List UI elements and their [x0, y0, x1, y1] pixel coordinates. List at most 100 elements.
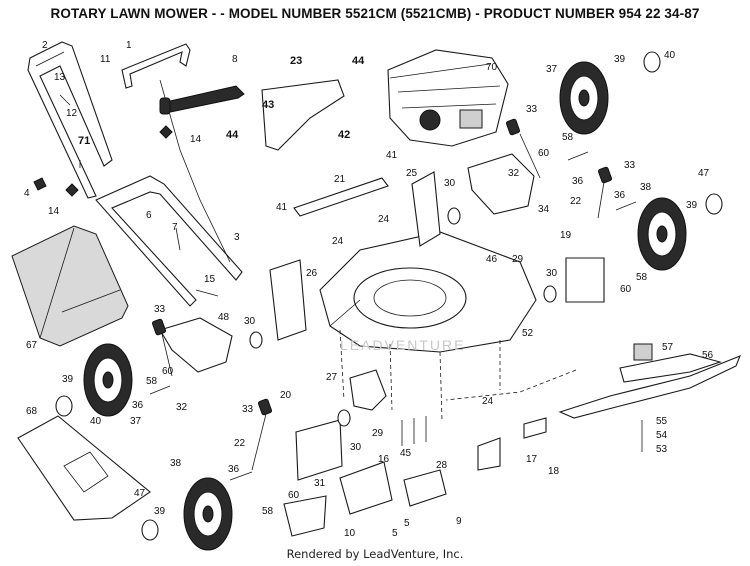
callout-17: 17 [526, 454, 538, 465]
callout-32b: 32 [176, 402, 188, 413]
callout-33a: 33 [526, 104, 538, 115]
diagram-title: ROTARY LAWN MOWER - - MODEL NUMBER 5521C… [50, 6, 700, 21]
callout-23: 23 [290, 55, 302, 67]
callout-39d: 39 [154, 506, 166, 517]
callout-44a: 44 [352, 55, 365, 67]
callout-30d: 30 [350, 442, 362, 453]
callout-58c: 58 [146, 376, 158, 387]
callout-25: 25 [406, 168, 418, 179]
handle-knobs [33, 125, 173, 197]
svg-text:LEADVENTURE: LEADVENTURE [340, 337, 465, 353]
callout-24c: 24 [482, 396, 494, 407]
callout-20: 20 [280, 390, 292, 401]
callout-5b: 5 [404, 518, 410, 529]
height-adjuster-rear-right [467, 153, 535, 215]
callout-58b: 58 [636, 272, 648, 283]
callout-60a: 60 [538, 148, 550, 159]
handle-bracket-bolt [195, 289, 219, 297]
callout-56: 56 [702, 350, 714, 361]
throttle-cable [159, 79, 231, 263]
callout-11: 11 [100, 54, 111, 65]
blade-adapter [633, 343, 653, 361]
callout-9: 9 [456, 516, 462, 527]
footer-credit: Rendered by LeadVenture, Inc. [286, 547, 464, 561]
callout-19: 19 [560, 230, 572, 241]
callout-39c: 39 [62, 374, 74, 385]
callout-36d: 36 [228, 464, 240, 475]
wheel-front-right [637, 197, 687, 271]
callout-30a: 30 [444, 178, 456, 189]
callout-1: 1 [126, 40, 132, 51]
wheel-rear-right [559, 61, 609, 135]
callout-40b: 40 [90, 416, 102, 427]
hub-caps [55, 51, 723, 541]
callout-21: 21 [334, 174, 346, 185]
deflector-bracket [477, 417, 547, 471]
callout-52: 52 [522, 328, 534, 339]
cable-clip [175, 227, 181, 251]
cord-handle [403, 469, 447, 507]
callout-13: 13 [54, 72, 66, 83]
blade-centerline [445, 369, 577, 401]
callout-4: 4 [24, 188, 30, 199]
front-cover [283, 495, 327, 537]
callout-36b: 36 [614, 190, 626, 201]
callout-42: 42 [338, 129, 350, 141]
callout-10: 10 [344, 528, 356, 539]
callout-15: 15 [204, 274, 216, 285]
callout-3: 3 [234, 232, 240, 243]
lever-grips [151, 118, 613, 471]
mulch-plug [339, 461, 393, 515]
callout-22b: 22 [234, 438, 246, 449]
side-bracket [269, 259, 307, 341]
callout-41b: 41 [276, 202, 288, 213]
callout-38b: 38 [170, 458, 182, 469]
callout-58a: 58 [562, 132, 574, 143]
callout-33d: 33 [242, 404, 254, 415]
callout-37b: 37 [130, 416, 142, 427]
callout-70: 70 [486, 62, 498, 73]
callout-7: 7 [172, 222, 178, 233]
callout-18: 18 [548, 466, 560, 477]
callout-41a: 41 [386, 150, 398, 161]
callout-14a: 14 [190, 134, 202, 145]
callout-37a: 37 [546, 64, 558, 75]
callout-29a: 29 [512, 254, 524, 265]
callout-46: 46 [486, 254, 498, 265]
upper-handle [27, 41, 113, 199]
rear-shield [411, 171, 441, 247]
callout-12: 12 [66, 108, 78, 119]
rear-baffle-rod [293, 177, 389, 217]
callout-5: 5 [392, 528, 398, 539]
lower-handle [95, 175, 243, 307]
callout-67: 67 [26, 340, 38, 351]
height-adjuster-rear-left [295, 419, 343, 481]
callout-24b: 24 [332, 236, 344, 247]
callout-39a: 39 [614, 54, 626, 65]
callout-27: 27 [326, 372, 338, 383]
callout-57: 57 [662, 342, 674, 353]
callout-43: 43 [262, 99, 274, 111]
mower-deck [319, 231, 537, 353]
wheel-front-left [83, 343, 133, 417]
callout-24a: 24 [378, 214, 390, 225]
callout-71: 71 [78, 135, 90, 147]
callout-31: 31 [314, 478, 326, 489]
callout-8: 8 [232, 54, 238, 65]
grass-bag [11, 225, 129, 347]
callout-32a: 32 [508, 168, 520, 179]
height-adjuster-front-left [159, 317, 233, 373]
handle-bolt [59, 94, 71, 106]
discharge-chute [349, 369, 387, 411]
callout-44b: 44 [226, 129, 239, 141]
deck-skirt [339, 329, 501, 421]
callout-60b: 60 [620, 284, 632, 295]
callout-36c: 36 [132, 400, 144, 411]
callout-22a: 22 [570, 196, 582, 207]
catcher-frame [17, 415, 151, 521]
callout-68: 68 [26, 406, 38, 417]
engine [387, 49, 509, 147]
callout-33c: 33 [154, 304, 166, 315]
callout-26: 26 [306, 268, 318, 279]
